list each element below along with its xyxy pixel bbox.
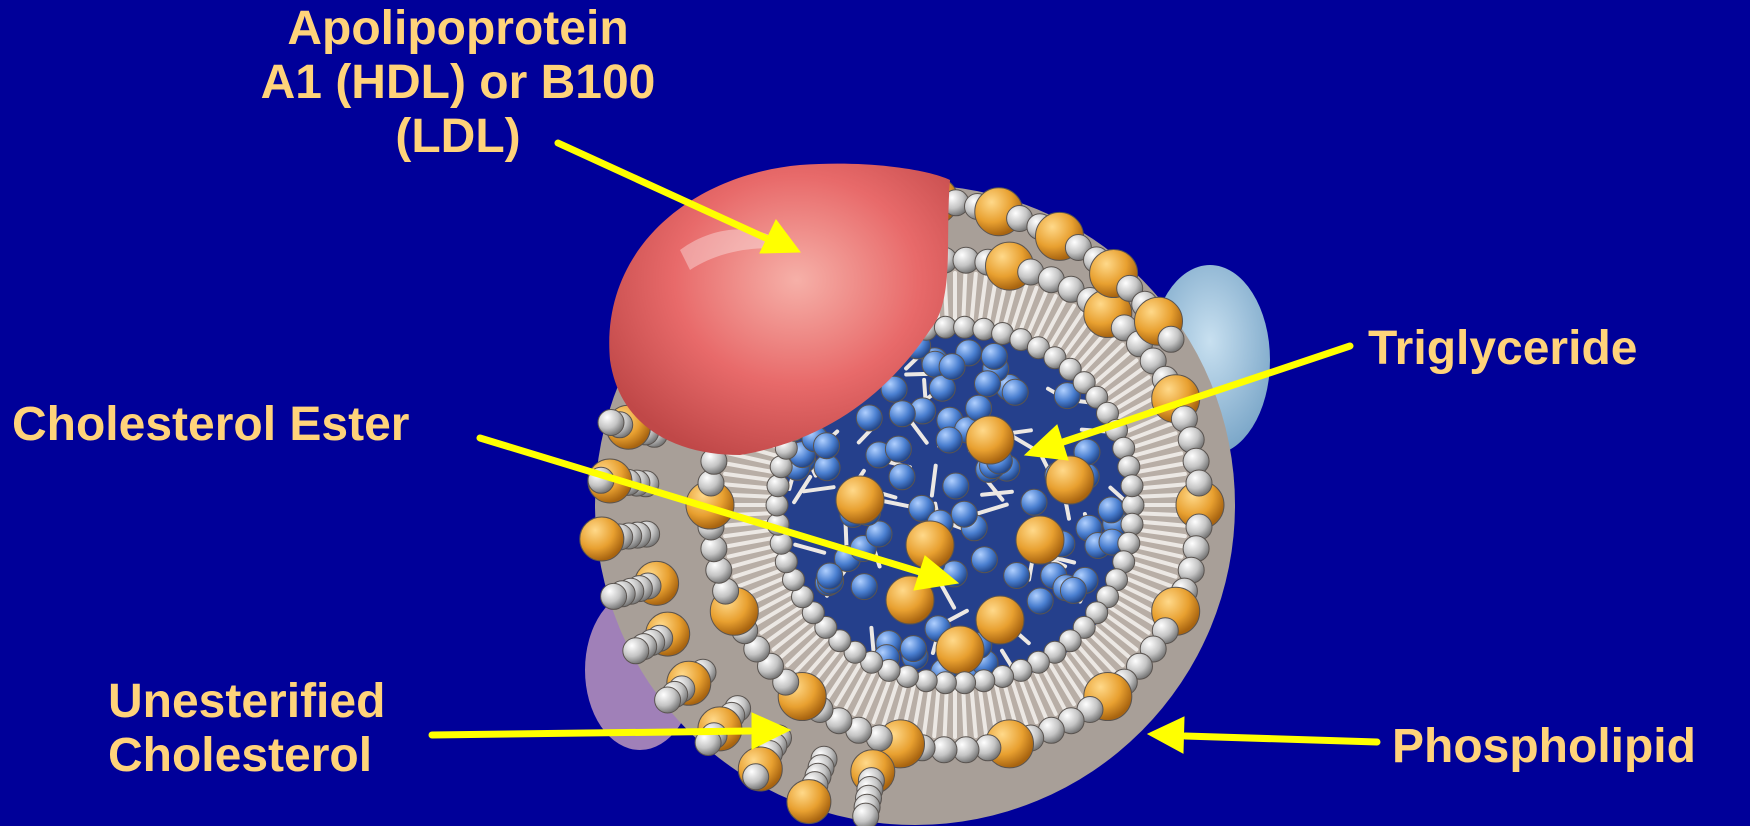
- cholesterol-ester-molecule: [936, 626, 984, 674]
- triglyceride-molecule: [1021, 489, 1047, 515]
- phospholipid-head: [1122, 494, 1144, 516]
- phospholipid-head: [767, 475, 789, 497]
- unesterified-cholesterol-molecule: [580, 517, 624, 561]
- triglyceride-molecule: [814, 433, 840, 459]
- phospholipid-head: [853, 803, 879, 826]
- triglyceride-molecule: [1002, 379, 1028, 405]
- triglyceride-molecule: [981, 343, 1007, 369]
- fatty-acid-tail: [963, 273, 965, 320]
- triglyceride-molecule: [889, 464, 915, 490]
- triglyceride-molecule: [851, 574, 877, 600]
- triglyceride-molecule: [1027, 588, 1053, 614]
- phospholipid-head: [992, 666, 1014, 688]
- triglyceride-molecule: [939, 354, 965, 380]
- cholesterol-ester-molecule: [976, 596, 1024, 644]
- triglyceride-molecule: [885, 436, 911, 462]
- phospholipid-head: [973, 670, 995, 692]
- phospholipid-head: [1118, 456, 1140, 478]
- phospholipid-head: [1121, 475, 1143, 497]
- triglyceride-molecule: [943, 473, 969, 499]
- phospholipid-head: [1158, 326, 1184, 352]
- phospholipid-head: [934, 672, 956, 694]
- triglyceride-molecule: [951, 501, 977, 527]
- phospholipid-head: [743, 764, 769, 790]
- phospholipid-head: [954, 316, 976, 338]
- phospholipid-head: [1186, 470, 1212, 496]
- triglyceride-molecule: [975, 371, 1001, 397]
- triglyceride-molecule: [936, 427, 962, 453]
- triglyceride-molecule: [1004, 563, 1030, 589]
- unesterified-cholesterol-arrow-shaft: [432, 731, 750, 735]
- phospholipid-head: [601, 583, 627, 609]
- phospholipid-head: [598, 410, 624, 436]
- phospholipid-head: [1121, 513, 1143, 535]
- triglyceride-molecule: [1098, 497, 1124, 523]
- triglyceride-molecule: [971, 547, 997, 573]
- fatty-acid-tail: [963, 690, 965, 737]
- phospholipid-head: [915, 670, 937, 692]
- phospholipid-arrowhead: [1148, 717, 1184, 753]
- cholesterol-ester-molecule: [966, 416, 1014, 464]
- fatty-acid-tail: [945, 690, 947, 737]
- phospholipid-head: [655, 687, 681, 713]
- triglyceride-molecule: [817, 563, 843, 589]
- phospholipid-head: [766, 494, 788, 516]
- triglyceride-molecule: [900, 636, 926, 662]
- triglyceride-molecule: [1060, 577, 1086, 603]
- phospholipid-head: [623, 638, 649, 664]
- unesterified-cholesterol-molecule: [787, 780, 831, 824]
- triglyceride-molecule: [889, 401, 915, 427]
- phospholipid-head: [973, 318, 995, 340]
- cholesterol-ester-molecule: [836, 476, 884, 524]
- triglyceride-molecule: [856, 405, 882, 431]
- phospholipid-arrow-shaft: [1185, 736, 1377, 742]
- cholesterol-ester-molecule: [1046, 456, 1094, 504]
- cholesterol-ester-molecule: [1016, 516, 1064, 564]
